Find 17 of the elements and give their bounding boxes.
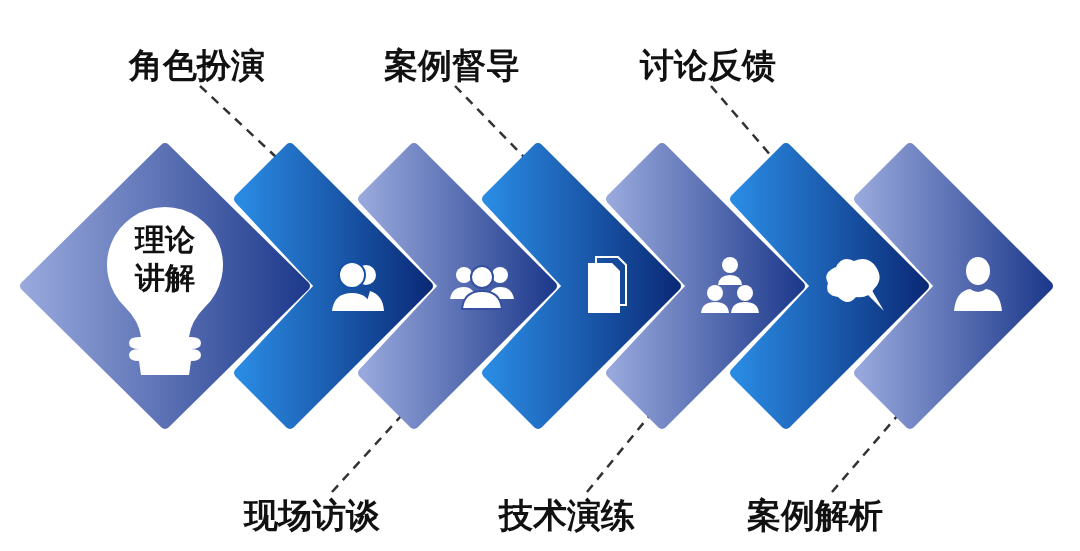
step-label: 案例解析 bbox=[747, 494, 883, 536]
chevron-shape bbox=[234, 143, 433, 429]
step-label: 讨论反馈 bbox=[640, 44, 776, 86]
step-label: 角色扮演 bbox=[129, 44, 265, 86]
leader-line bbox=[331, 414, 403, 493]
step-label: 技术演练 bbox=[499, 494, 635, 536]
leader-line bbox=[831, 414, 899, 493]
step-label: 案例督导 bbox=[384, 44, 520, 86]
node-label: 理论讲解 bbox=[133, 221, 196, 296]
chevron-shape bbox=[358, 143, 557, 429]
chevron-shape bbox=[606, 143, 805, 429]
leader-line bbox=[454, 85, 525, 158]
step-label: 现场访谈 bbox=[244, 494, 380, 536]
chevron-shape bbox=[730, 143, 929, 429]
chevron-shape bbox=[482, 143, 681, 429]
chevron-shape bbox=[854, 143, 1053, 429]
leader-line bbox=[199, 85, 277, 158]
